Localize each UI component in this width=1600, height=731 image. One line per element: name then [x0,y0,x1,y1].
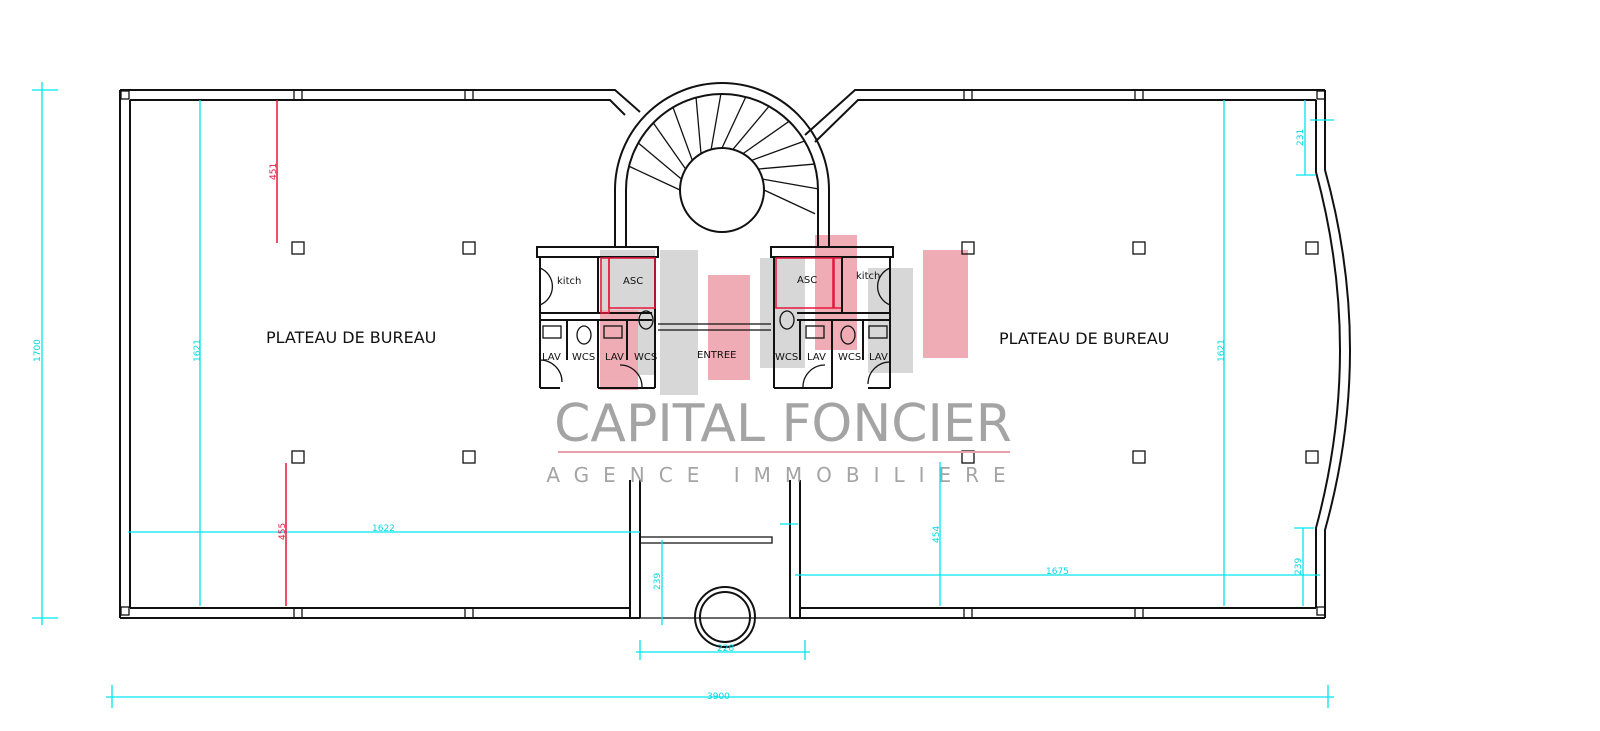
dim-total-height: 1700 [33,339,43,362]
dim-left-bottom-offset: 455 [278,523,288,540]
stair-step [652,122,687,170]
column [291,241,305,255]
room-label-lav: LAV [542,352,561,363]
wall-pilaster [293,607,303,619]
dim-right-inner-height: 1621 [1217,339,1227,362]
wall-pilaster [464,89,474,101]
wall-pilaster [963,89,973,101]
wall-pilaster [1134,607,1144,619]
stair-step [758,163,815,170]
dim-right-width: 1675 [1046,567,1069,577]
stair-step [721,96,747,149]
room-label-lav: LAV [807,352,826,363]
dim-left-width: 1622 [372,524,395,534]
stair-step [763,189,816,215]
room-label-wcs: WCS [838,352,861,363]
column [1305,241,1319,255]
wall-pilaster [963,607,973,619]
watermark-logo-bars [600,235,968,395]
dimension-lines [32,82,1334,708]
wall-pilaster [1134,89,1144,101]
room-label-kitch-left: kitch [557,276,581,287]
dim-entry-depth: 239 [653,573,663,590]
stair-step [751,140,805,161]
room-label-kitch-right: kitch [856,271,880,282]
stair-step [628,165,681,191]
wall-pilaster [293,89,303,101]
stair-step [672,107,693,161]
room-label-lav: LAV [869,352,888,363]
room-label-lav: LAV [605,352,624,363]
dim-left-top-offset: 451 [269,163,279,180]
dim-left-inner-height: 1621 [193,339,203,362]
column [1132,450,1146,464]
stair-step [710,93,722,150]
room-label-wcs: WCS [775,352,798,363]
room-label-left-plateau: PLATEAU DE BUREAU [266,328,436,347]
columns [291,89,1319,619]
room-label-asc-left: ASC [623,276,643,287]
stair-step [732,105,770,150]
stair-step [762,178,819,190]
stair-step [742,120,790,155]
dim-right-bottom-small: 239 [1294,558,1304,575]
outer-walls [119,89,1351,619]
watermark-name: CAPITAL FONCIER [554,394,1012,454]
column [462,241,476,255]
column [961,241,975,255]
dim-right-top-offset: 231 [1296,129,1306,146]
room-label-right-plateau: PLATEAU DE BUREAU [999,329,1169,348]
column [462,450,476,464]
dim-total-width: 3900 [707,692,730,702]
column [1305,450,1319,464]
dim-entry-width: 228 [717,644,734,654]
right-core [770,246,894,389]
dim-right-bottom-offset: 454 [932,526,942,543]
room-label-wcs: WCS [634,352,657,363]
wall-pilaster [464,607,474,619]
column [291,450,305,464]
watermark-tagline: AGENCE IMMOBILIERE [546,463,1019,487]
room-label-entree: ENTREE [697,350,737,361]
stair-step [695,97,702,154]
column [1132,241,1146,255]
room-label-asc-right: ASC [797,275,817,286]
stair-step [637,142,682,180]
room-label-wcs: WCS [572,352,595,363]
spiral-staircase [614,82,830,648]
left-core [536,246,771,389]
